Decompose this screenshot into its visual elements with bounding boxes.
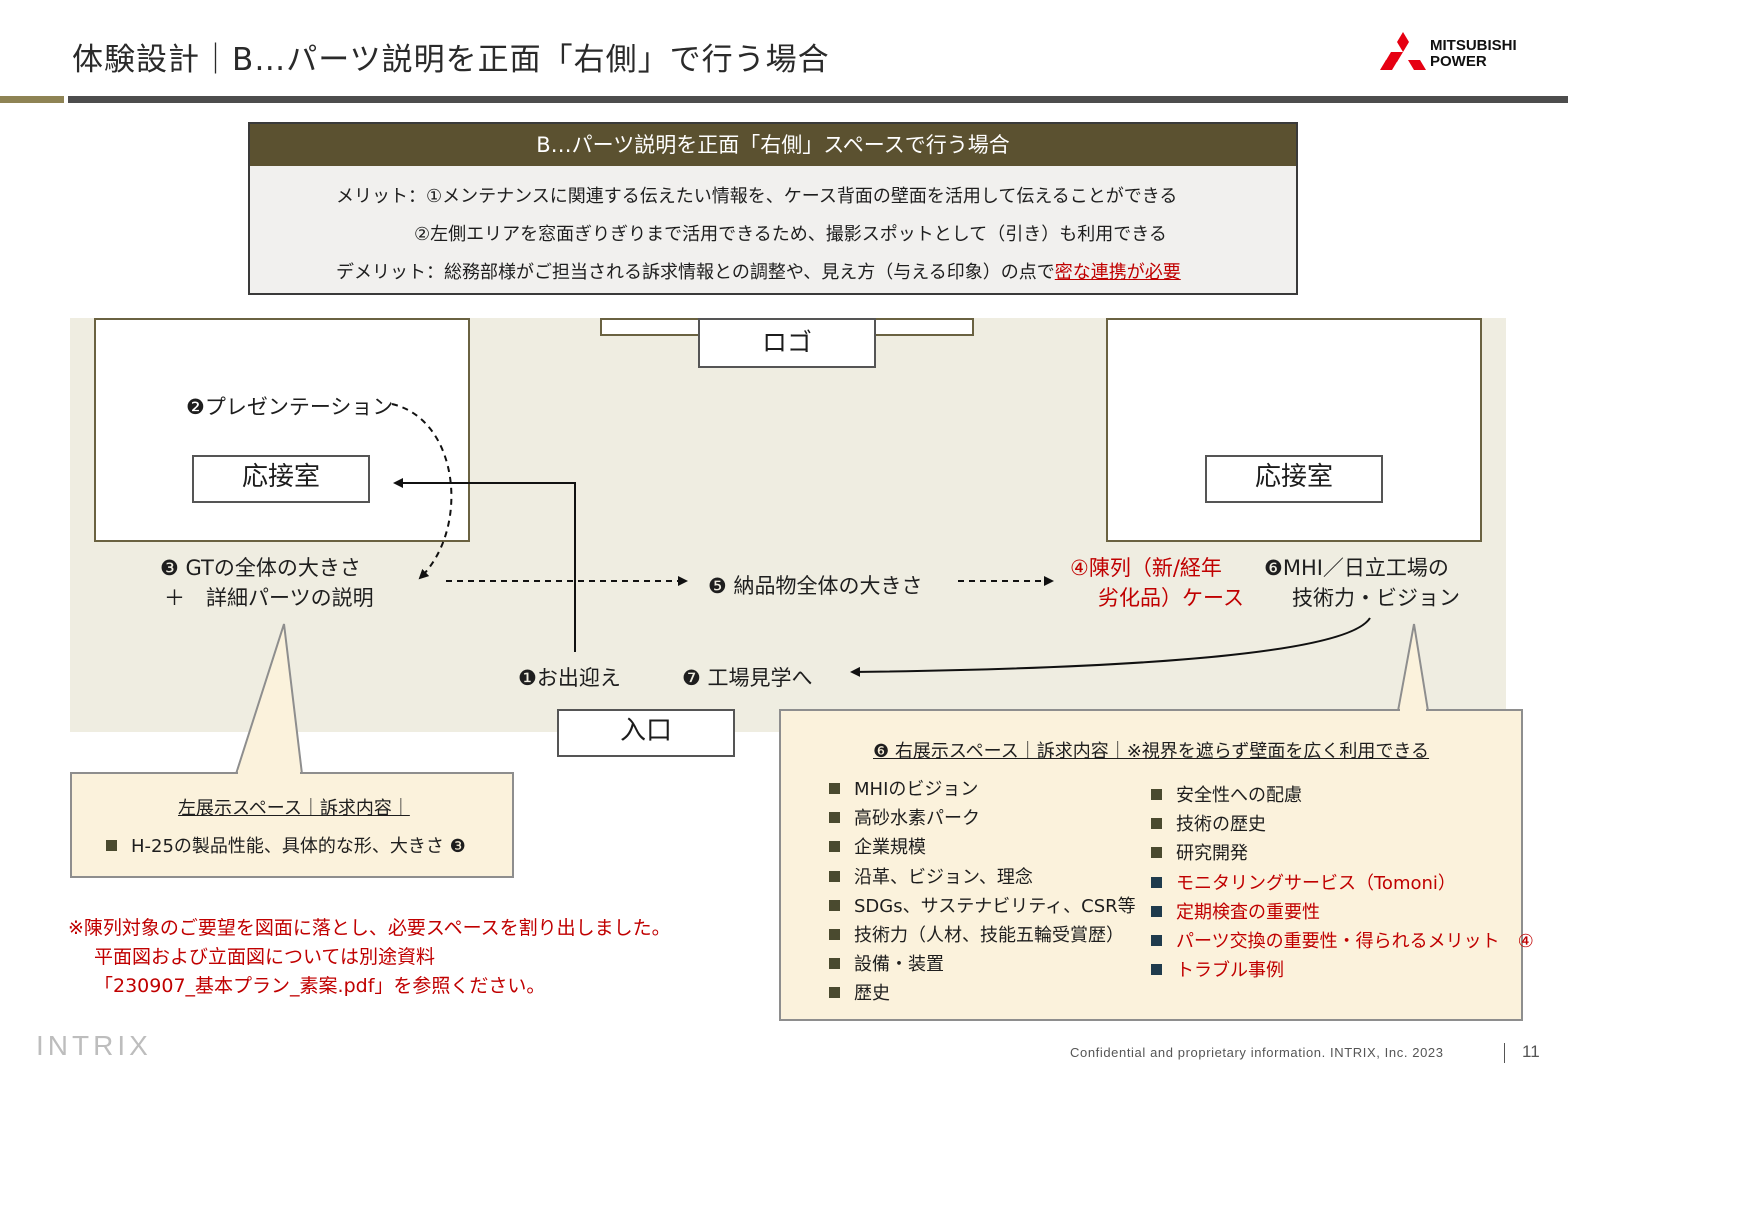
case-label-line-1: ④陳列（新/経年 xyxy=(1070,556,1222,580)
right-callout-item: 技術の歴史 xyxy=(1151,810,1534,839)
left-callout-pointer xyxy=(234,623,304,775)
bullet-square-icon xyxy=(829,870,840,882)
footer-divider xyxy=(1504,1043,1505,1063)
note-line-1: ※陳列対象のご要望を図面に落とし、必要スペースを割り出しました。 xyxy=(68,917,671,939)
right-callout-item-highlight: 定期検査の重要性 xyxy=(1151,898,1534,927)
confidential-notice: Confidential and proprietary information… xyxy=(1070,1045,1444,1060)
merit-line-1: メリット：①メンテナンスに関連する伝えたい情報を、ケース背面の壁面を活用して伝え… xyxy=(336,186,1178,207)
page-title: 体験設計｜B…パーツ説明を正面「右側」で行う場合 xyxy=(72,42,830,78)
parts-explanation-label: ＋ 詳細パーツの説明 xyxy=(164,586,374,610)
factory-tour-label: ❼ 工場見学へ xyxy=(682,666,813,690)
bullet-square-icon xyxy=(1151,964,1162,976)
mhi-label-line-1: ❻MHI／日立工場の xyxy=(1264,556,1449,580)
right-callout-item-highlight: モニタリングサービス（Tomoni） xyxy=(1151,869,1534,898)
brand-line-1: MITSUBISHI xyxy=(1430,37,1517,54)
welcome-to-room-arrow xyxy=(393,478,576,652)
mhi-to-factory-arrow xyxy=(850,617,1371,677)
bullet-square-icon xyxy=(106,840,117,851)
right-reception-room xyxy=(1106,318,1482,542)
note-line-2: 平面図および立面図については別途資料 xyxy=(94,946,436,968)
right-callout-column-2: 安全性への配慮技術の歴史研究開発モニタリングサービス（Tomoni）定期検査の重… xyxy=(1151,781,1534,985)
summary-heading: B…パーツ説明を正面「右側」スペースで行う場合 xyxy=(250,124,1296,166)
left-room-label: 応接室 xyxy=(192,455,370,503)
bullet-square-icon xyxy=(829,783,840,794)
bullet-square-icon xyxy=(1151,789,1162,800)
demerit-line: デメリット：総務部様がご担当される訴求情報との調整や、見え方（与える印象）の点で… xyxy=(336,258,1181,284)
bullet-square-icon xyxy=(829,899,840,911)
right-room-label: 応接室 xyxy=(1205,455,1383,503)
demerit-highlight: 密な連携が必要 xyxy=(1054,262,1181,283)
left-callout-seam xyxy=(238,770,300,776)
bullet-square-icon xyxy=(829,958,840,970)
bullet-square-icon xyxy=(1151,818,1162,830)
logo-sign: ロゴ xyxy=(698,318,876,368)
presentation-label: ❷プレゼンテーション xyxy=(186,395,394,419)
right-callout-pointer xyxy=(1396,623,1430,712)
header-rule-accent xyxy=(0,96,64,103)
header-rule xyxy=(68,96,1568,103)
right-callout-item: 歴史 xyxy=(829,979,1136,1008)
right-callout-item: 企業規模 xyxy=(829,833,1136,862)
merit-line-2: ②左側エリアを窓面ぎりぎりまで活用できるため、撮影スポットとして（引き）も利用で… xyxy=(414,224,1167,245)
right-callout-item: MHIのビジョン xyxy=(829,775,1136,804)
bullet-square-icon xyxy=(829,928,840,940)
right-callout-item-highlight: パーツ交換の重要性・得られるメリット ④ xyxy=(1151,927,1534,956)
bullet-square-icon xyxy=(1151,934,1162,946)
note-block: ※陳列対象のご要望を図面に落とし、必要スペースを割り出しました。 平面図および立… xyxy=(68,914,671,1001)
intrix-logo: INTRIX xyxy=(36,1030,152,1061)
right-callout-item: 技術力（人材、技能五輪受賞歴） xyxy=(829,921,1136,950)
delivery-size-label: ❺ 納品物全体の大きさ xyxy=(708,574,923,598)
entrance-label: 入口 xyxy=(557,709,735,757)
gt-size-label: ❸ GTの全体の大きさ xyxy=(160,556,361,580)
right-callout-item-highlight: トラブル事例 xyxy=(1151,956,1534,985)
brand-logo-text: MITSUBISHI POWER xyxy=(1430,38,1517,70)
welcome-label: ❶お出迎え xyxy=(518,666,621,690)
left-reception-room xyxy=(94,318,470,542)
right-callout: ❻ 右展示スペース｜訴求内容｜※視界を遮らず壁面を広く利用できる MHIのビジョ… xyxy=(779,709,1534,1021)
right-callout-seam xyxy=(1400,707,1426,713)
right-callout-item: 設備・装置 xyxy=(829,950,1136,979)
bullet-square-icon xyxy=(1151,876,1162,888)
brand-line-2: POWER xyxy=(1430,53,1487,70)
bullet-square-icon xyxy=(829,812,840,824)
left-callout-title: 左展示スペース｜訴求内容｜ xyxy=(178,798,410,819)
left-callout: 左展示スペース｜訴求内容｜ H-25の製品性能、具体的な形、大きさ ❸ xyxy=(70,772,514,878)
bullet-square-icon xyxy=(1151,847,1162,859)
bullet-square-icon xyxy=(829,987,840,999)
page-number: 11 xyxy=(1522,1042,1540,1061)
mhi-label-line-2: 技術力・ビジョン xyxy=(1292,586,1460,610)
bullet-square-icon xyxy=(1151,905,1162,917)
mitsubishi-diamonds-icon xyxy=(1380,32,1426,70)
presentation-to-gt-arrow xyxy=(391,403,453,580)
case-label-line-2: 劣化品）ケース xyxy=(1098,586,1244,610)
right-callout-item: 安全性への配慮 xyxy=(1151,781,1534,810)
bullet-square-icon xyxy=(829,841,840,853)
summary-box: B…パーツ説明を正面「右側」スペースで行う場合 メリット：①メンテナンスに関連す… xyxy=(248,122,1298,295)
demerit-text: デメリット：総務部様がご担当される訴求情報との調整や、見え方（与える印象）の点で xyxy=(336,262,1055,283)
right-callout-item: SDGs、サステナビリティ、CSR等 xyxy=(829,892,1136,921)
left-callout-item: H-25の製品性能、具体的な形、大きさ ❸ xyxy=(106,832,466,858)
right-callout-item: 高砂水素パーク xyxy=(829,804,1136,833)
right-callout-item: 沿革、ビジョン、理念 xyxy=(829,863,1136,892)
right-callout-title: ❻ 右展示スペース｜訴求内容｜※視界を遮らず壁面を広く利用できる xyxy=(873,741,1430,762)
right-callout-item: 研究開発 xyxy=(1151,839,1534,868)
note-line-3: 「230907_基本プラン_素案.pdf」を参照ください。 xyxy=(94,975,546,997)
